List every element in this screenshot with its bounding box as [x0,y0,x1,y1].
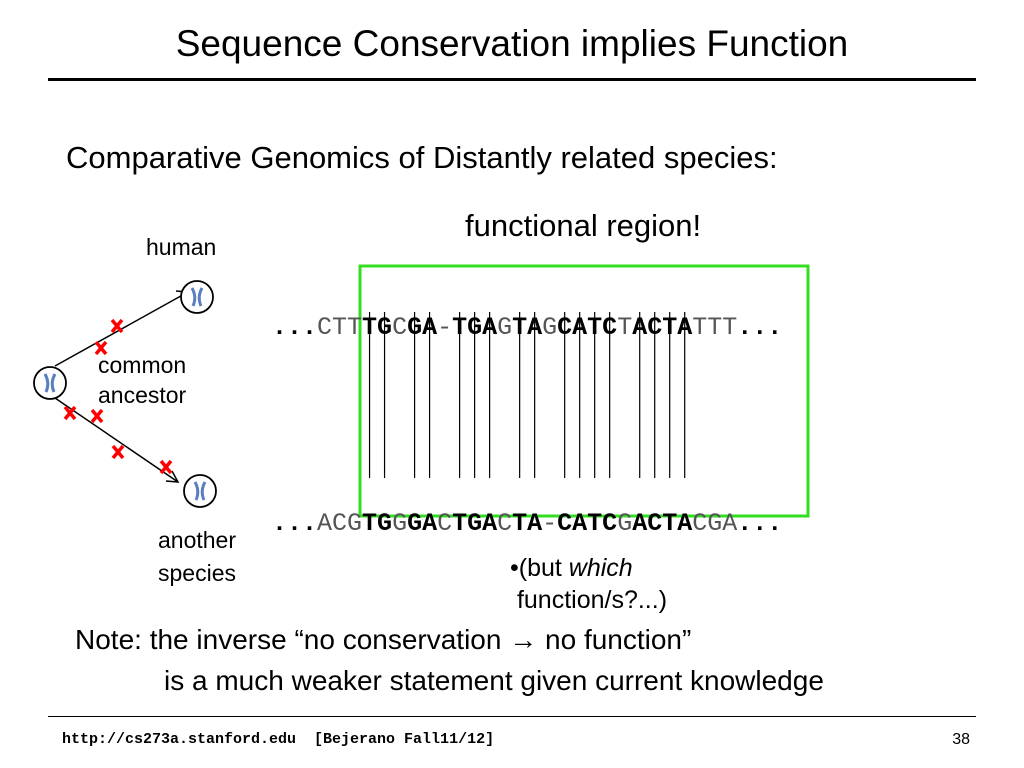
variable-segment: ACG [317,509,363,538]
human-sequence: ...CTTTGCGA-TGAGTAGCATCTACTATTT... [242,283,782,343]
sequence-suffix: ... [737,313,783,342]
title-divider [48,78,976,81]
note-text-a: Note: the inverse “no conservation [75,624,510,655]
arrowhead-other [165,470,180,483]
footer-divider [48,716,976,717]
conserved-segment: TG [362,509,393,538]
conserved-segment: ACTA [632,509,693,538]
variable-segment: CGA [692,509,738,538]
conserved-segment: TGA [452,509,498,538]
mutation-marker-icon [111,444,125,460]
mutation-marker-icon [94,340,108,356]
note-line2: is a much weaker statement given current… [164,665,824,696]
bullet-emphasis: which [568,554,633,582]
branch-to-other [54,397,179,483]
variable-segment: G [542,313,558,342]
other-species-label-line2: species [158,560,236,586]
variable-segment: TTT [692,313,738,342]
conserved-segment: TG [362,313,393,342]
mutation-marker-icon [110,318,124,334]
slide-subtitle: Comparative Genomics of Distantly relate… [66,140,778,175]
variable-segment: - [437,313,453,342]
variable-segment: C [437,509,453,538]
footer-url[interactable]: http://cs273a.stanford.edu [Bejerano Fal… [62,731,495,748]
functional-region-box [358,264,810,518]
note-text-b: no function” [537,624,692,655]
conserved-segment: GA [407,313,438,342]
chromosome-icon [190,287,204,307]
variable-segment: - [542,509,558,538]
variable-segment: G [392,509,408,538]
mutation-marker-icon [90,408,104,424]
conserved-segment: GA [407,509,438,538]
arrow-right-icon: → [509,624,538,655]
bullet-line2: function/s?...) [510,586,668,614]
variable-segment: C [497,509,513,538]
slide-title: Sequence Conservation implies Function [175,23,849,64]
other-species-label-line1: another [158,527,237,553]
other-species-node [183,474,217,508]
human-node [180,280,214,314]
ancestor-label-line1: common [98,352,187,378]
sequence-suffix: ... [737,509,783,538]
variable-segment: G [617,509,633,538]
sequence-prefix: ... [272,509,318,538]
variable-segment: G [497,313,513,342]
mutation-marker-icon [159,459,173,475]
bullet-prefix: •(but [510,554,569,582]
note-line1: Note: the inverse “no conservation → no … [75,622,691,658]
mutation-marker-icon [63,405,77,421]
chromosome-icon [193,481,207,501]
conserved-segment: CATC [557,313,618,342]
conserved-segment: TGA [452,313,498,342]
variable-segment: T [617,313,633,342]
variable-segment: CTT [317,313,363,342]
ancestor-node [33,366,67,400]
conserved-segment: TA [512,313,543,342]
human-label: human [146,234,217,260]
functional-region-label: functional region! [465,208,702,243]
function-question-bullet: •(but which function/s?...) [510,552,667,616]
mutation-markers [63,318,173,475]
conserved-segment: TA [512,509,543,538]
page-number: 38 [952,731,970,748]
alignment-connectors [368,312,686,478]
ancestor-label-line2: ancestor [98,382,187,408]
conserved-segment: ACTA [632,313,693,342]
sequence-prefix: ... [272,313,318,342]
conserved-segment: CATC [557,509,618,538]
chromosome-icon [43,373,57,393]
variable-segment: C [392,313,408,342]
other-species-sequence: ...ACGTGGGACTGACTA-CATCGACTACGA... [242,479,782,539]
